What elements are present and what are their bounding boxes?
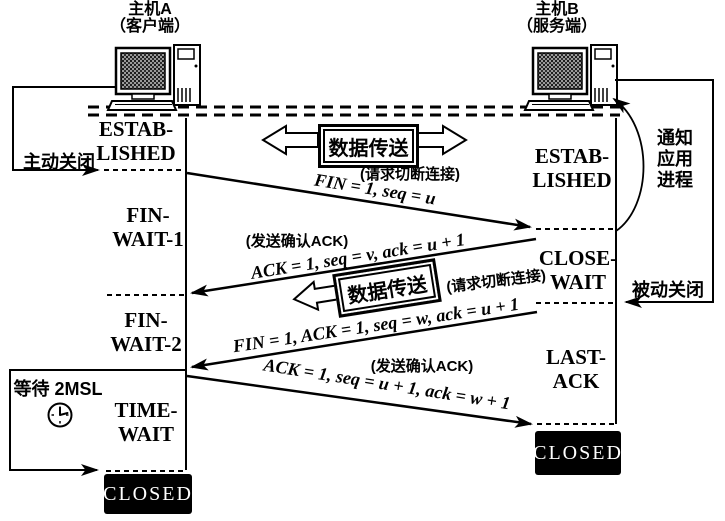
host-b-role: （服务端）	[516, 18, 597, 35]
label-active-close: 主动关闭	[23, 152, 95, 172]
final-ack-segment-arrow	[186, 374, 533, 428]
state-transition-ticks	[104, 169, 616, 472]
clock-icon	[47, 402, 73, 428]
state-a-established: ESTAB-LISHED	[96, 117, 176, 165]
fin-ack-segment-arrow	[190, 310, 538, 371]
annotation-request-disconnect-1: (请求切断连接)	[360, 166, 460, 183]
state-a-fin-wait-1: FIN-WAIT-1	[112, 203, 184, 251]
wait-2msl-bracket-arrow	[9, 369, 187, 476]
state-a-closed: CLOSED	[103, 474, 192, 514]
ack-segment-arrow	[190, 237, 537, 297]
computer-a-icon	[106, 43, 202, 112]
state-a-time-wait: TIME-WAIT	[114, 398, 178, 446]
data-transfer-hollow-arrows	[261, 124, 468, 312]
label-wait-2msl: 等待 2MSL	[13, 379, 103, 399]
state-b-last-ack: LAST-ACK	[546, 345, 606, 393]
label-notify-application: 通知 应用 进程	[657, 128, 693, 190]
annotation-send-ack-2: (发送确认ACK)	[370, 358, 474, 375]
annotation-send-ack-1: (发送确认ACK)	[245, 233, 349, 250]
state-b-closed: CLOSED	[533, 431, 621, 475]
host-a-title: 主机A	[128, 1, 172, 18]
state-b-close-wait: CLOSE-WAIT	[538, 246, 618, 294]
passive-close-bracket-arrow	[615, 79, 714, 308]
host-b-title: 主机B	[535, 1, 579, 18]
computer-b-icon	[523, 43, 619, 112]
active-close-bracket-arrow	[12, 86, 116, 176]
state-a-fin-wait-2: FIN-WAIT-2	[110, 308, 182, 356]
label-passive-close: 被动关闭	[632, 280, 704, 300]
state-b-established: ESTAB-LISHED	[532, 144, 612, 192]
host-a-role: （客户端）	[109, 18, 190, 35]
notify-application-curve-arrow	[612, 97, 645, 232]
data-transfer-box-1: 数据传送	[318, 124, 419, 168]
fin-segment-arrow	[186, 171, 532, 231]
